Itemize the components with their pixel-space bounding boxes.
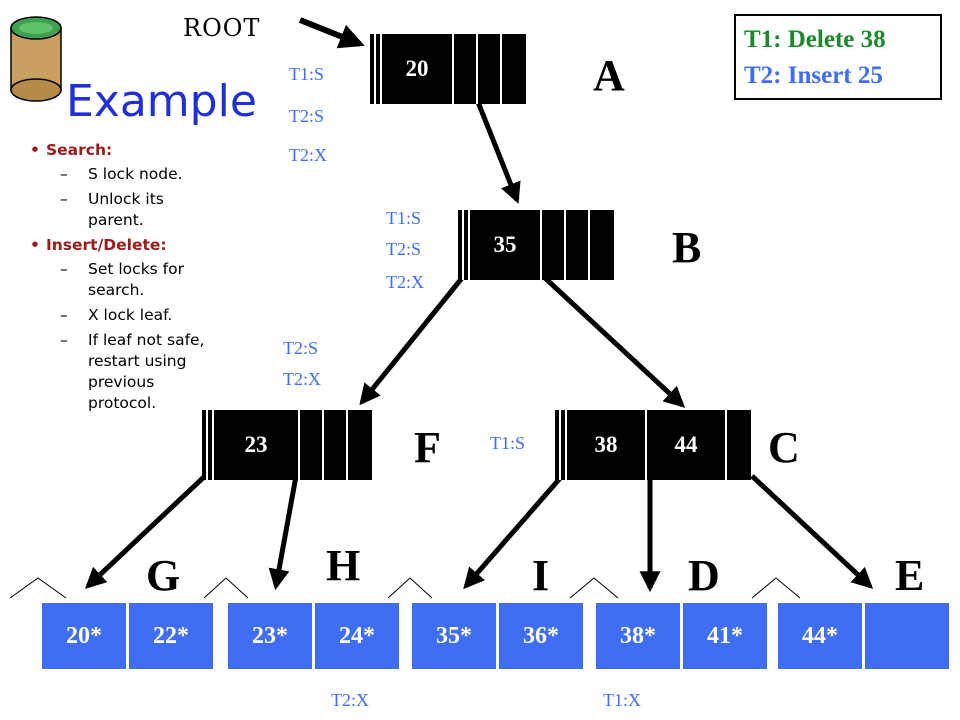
lock-f-1: T2:S bbox=[283, 338, 319, 358]
rule-item: –Set locks for search. bbox=[60, 260, 184, 299]
leaf-g[interactable]: 20* 22* bbox=[42, 603, 213, 669]
rule-item: –If leaf not safe, restart using previou… bbox=[60, 331, 205, 412]
leaf-entry: 22* bbox=[129, 603, 213, 669]
leaf-entry: 36* bbox=[499, 603, 583, 669]
edge-c-e bbox=[750, 474, 874, 589]
node-label-c: C bbox=[768, 423, 800, 472]
rule-item: –X lock leaf. bbox=[60, 306, 173, 324]
leaf-e[interactable]: 44* bbox=[778, 603, 949, 669]
rule-item: –Unlock its parent. bbox=[60, 190, 164, 229]
edge-a-b bbox=[475, 101, 521, 204]
edge-b-c bbox=[543, 276, 686, 408]
lock-b-1: T1:S bbox=[386, 208, 422, 228]
leaf-entry bbox=[865, 603, 949, 669]
sibling-links bbox=[9, 577, 801, 599]
root-arrow bbox=[298, 17, 365, 49]
edge-f-h bbox=[268, 475, 299, 591]
leaf-i[interactable]: 35* 36* bbox=[412, 603, 583, 669]
node-label-f: F bbox=[414, 423, 441, 472]
node-label-h: H bbox=[326, 541, 361, 590]
edge-f-g bbox=[84, 474, 207, 589]
lock-h-1: T2:X bbox=[331, 690, 369, 710]
leaf-h[interactable]: 23* 24* bbox=[228, 603, 399, 669]
leaf-entry: 20* bbox=[42, 603, 126, 669]
node-key: 23 bbox=[214, 410, 300, 480]
leaf-entry: 35* bbox=[412, 603, 496, 669]
update-heading: •Insert/Delete: bbox=[30, 236, 167, 254]
database-icon bbox=[10, 16, 62, 107]
lock-a-1: T1:S bbox=[289, 64, 325, 84]
leaf-entry: 44* bbox=[778, 603, 862, 669]
locking-rules: •Search: –S lock node. –Unlock its paren… bbox=[30, 140, 220, 418]
edge-b-f bbox=[359, 276, 464, 406]
lock-a-3: T2:X bbox=[289, 145, 327, 165]
node-key: 35 bbox=[470, 210, 542, 280]
node-f[interactable]: 23 bbox=[202, 410, 372, 480]
lock-f-2: T2:X bbox=[283, 369, 321, 389]
leaf-entry: 24* bbox=[315, 603, 399, 669]
node-a[interactable]: 20 bbox=[370, 34, 526, 104]
leaf-entry: 41* bbox=[683, 603, 767, 669]
node-label-d: D bbox=[688, 551, 720, 600]
lock-b-2: T2:S bbox=[386, 239, 422, 259]
t2-description: T2: Insert 25 bbox=[744, 62, 883, 89]
node-label-b: B bbox=[672, 223, 702, 272]
rule-item: –S lock node. bbox=[60, 165, 183, 183]
leaf-d[interactable]: 38* 41* bbox=[596, 603, 767, 669]
lock-c-1: T1:S bbox=[490, 433, 526, 453]
node-key: 38 bbox=[567, 410, 647, 480]
node-label-a: A bbox=[593, 51, 625, 100]
node-b[interactable]: 35 bbox=[458, 210, 614, 280]
node-c[interactable]: 38 44 bbox=[555, 410, 751, 480]
node-label-e: E bbox=[895, 551, 925, 600]
transaction-box: T1: Delete 38 T2: Insert 25 bbox=[734, 14, 942, 100]
lock-d-1: T1:X bbox=[603, 690, 641, 710]
leaf-entry: 38* bbox=[596, 603, 680, 669]
page-title: Example bbox=[66, 76, 257, 127]
lock-a-2: T2:S bbox=[289, 106, 325, 126]
t1-description: T1: Delete 38 bbox=[744, 26, 886, 53]
node-label-i: I bbox=[532, 551, 550, 600]
node-key: 44 bbox=[647, 410, 727, 480]
leaf-entry: 23* bbox=[228, 603, 312, 669]
node-key: 20 bbox=[382, 34, 454, 104]
edge-c-i bbox=[463, 474, 564, 590]
node-label-g: G bbox=[146, 551, 181, 600]
search-heading: •Search: bbox=[30, 141, 113, 159]
lock-b-3: T2:X bbox=[386, 272, 424, 292]
root-label: ROOT bbox=[183, 14, 261, 42]
